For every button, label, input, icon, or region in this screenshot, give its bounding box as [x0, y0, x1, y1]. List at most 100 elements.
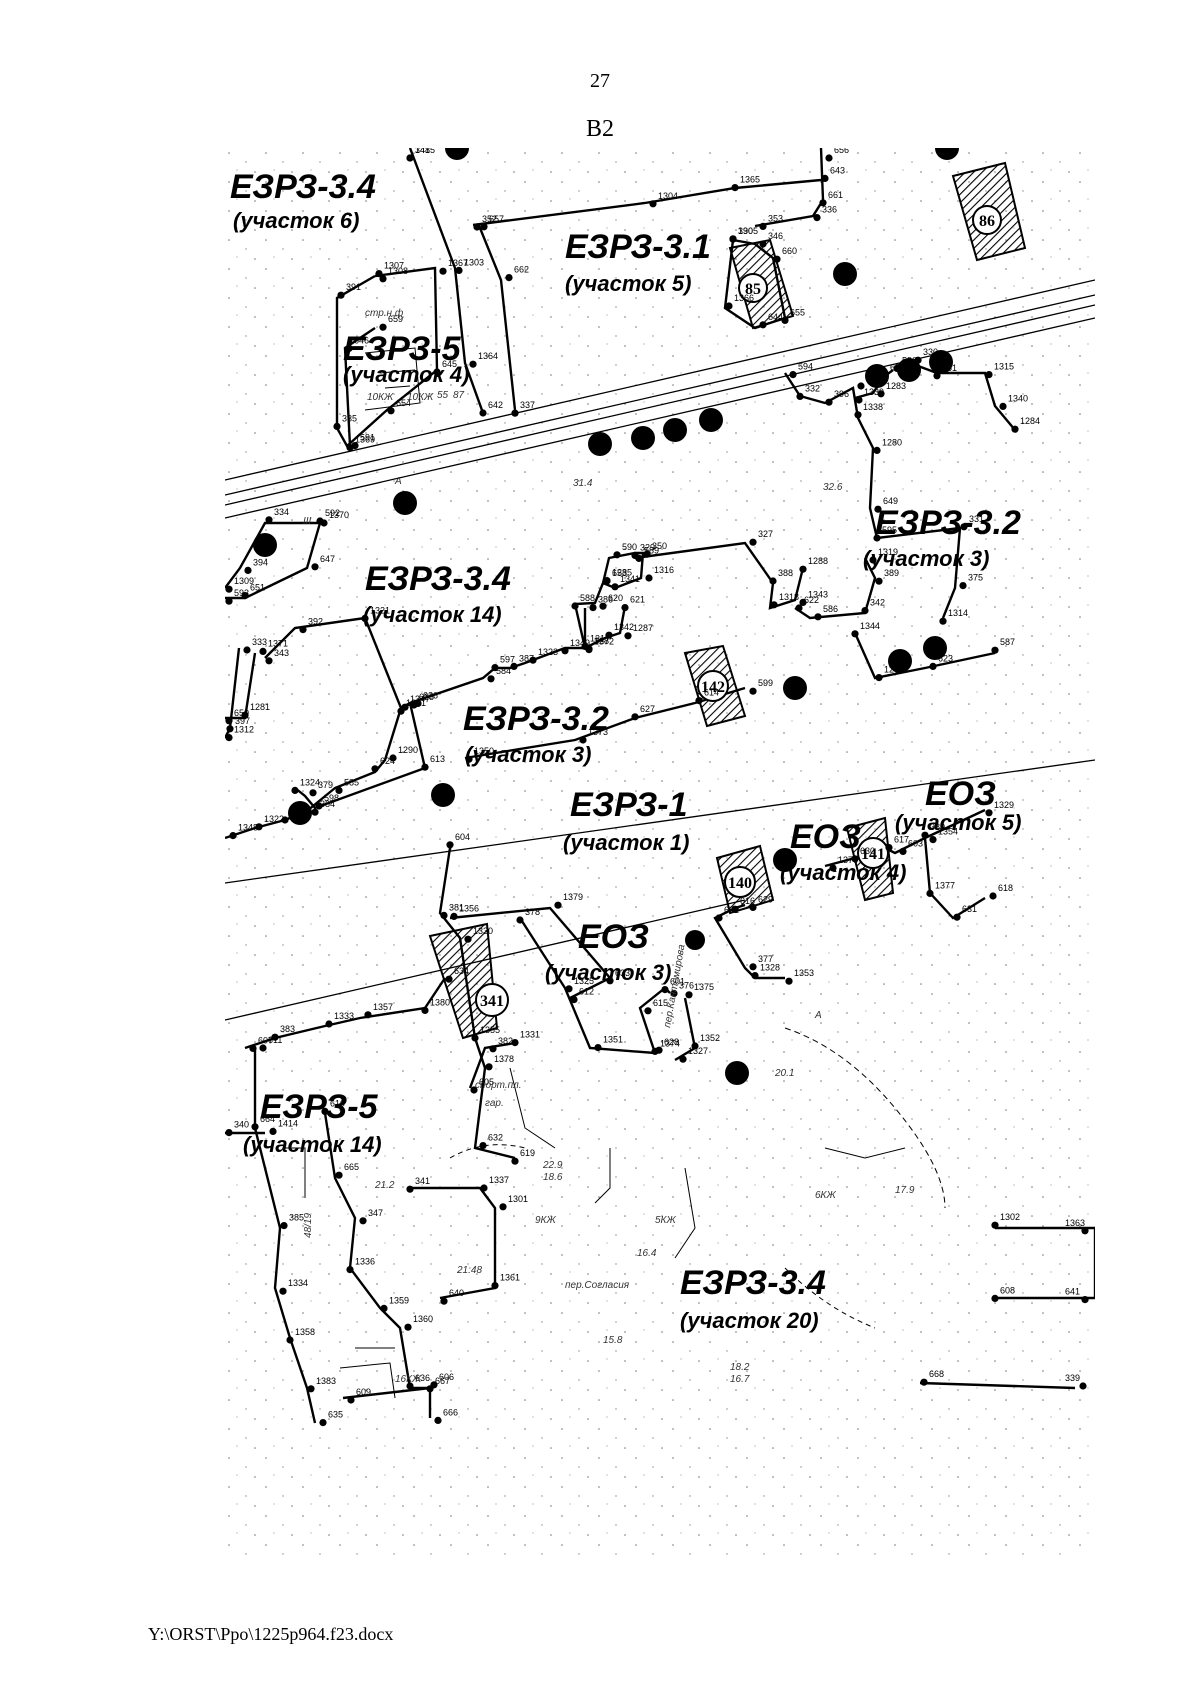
survey-point-label: 1327 [688, 1046, 708, 1056]
survey-point: 384 [311, 799, 335, 816]
building-marker: 140 [724, 866, 756, 898]
zone-label: ЕЗРЗ-3.2 (участок 3) [863, 504, 1021, 571]
survey-point: 375 [959, 573, 983, 590]
survey-point: 1378 [485, 1054, 514, 1071]
survey-point-label: 612 [579, 987, 594, 997]
survey-point-label: 592 [325, 508, 340, 518]
survey-point: 385 [280, 1213, 304, 1230]
misc-label: 18.2 [730, 1362, 750, 1373]
survey-point-label: 1323 [538, 647, 558, 657]
survey-point: 377 [749, 954, 773, 971]
survey-point-dot [470, 1086, 478, 1094]
survey-point-label: 1284 [1020, 416, 1040, 426]
survey-point-label: 1372 [594, 637, 614, 647]
survey-point-label: 386 [598, 595, 613, 605]
survey-point-dot [529, 656, 537, 664]
survey-point-dot [926, 889, 934, 898]
survey-point-dot [335, 1171, 343, 1179]
survey-point: 1374 [651, 1038, 680, 1055]
survey-point-dot [387, 407, 395, 415]
survey-point-label: 665 [344, 1162, 359, 1172]
survey-point: 1375 [685, 982, 714, 999]
survey-point-dot [421, 763, 429, 771]
svg-text:ЕЗРЗ-5: ЕЗРЗ-5 [343, 330, 462, 368]
survey-point: 611 [259, 1035, 282, 1052]
svg-text:(участок 20): (участок 20) [680, 1308, 819, 1333]
survey-point-label: 1374 [660, 1038, 680, 1048]
survey-point-label: 383 [280, 1024, 295, 1034]
survey-point-label: 1324 [300, 777, 320, 787]
survey-point: 609 [347, 1387, 371, 1404]
survey-point-label: 1383 [316, 1376, 336, 1386]
survey-point: 1323 [529, 647, 558, 664]
survey-point-label: 1288 [808, 556, 828, 566]
survey-point: 651 [241, 583, 265, 600]
survey-point-dot [265, 657, 273, 665]
survey-point: 1283 [877, 381, 906, 398]
survey-point: 1322 [255, 814, 284, 831]
survey-point-dot [434, 1416, 442, 1424]
survey-point: 1301 [499, 1194, 528, 1211]
survey-point-label: 1350 [474, 746, 494, 756]
svg-text:(участок 14): (участок 14) [363, 602, 502, 627]
survey-point-dot [229, 832, 237, 840]
survey-point-dot [446, 841, 454, 849]
survey-point-dot [244, 566, 252, 574]
survey-point-label: 1369 [355, 435, 375, 445]
survey-point-label: 394 [253, 557, 268, 567]
svg-text:141: 141 [861, 846, 885, 863]
survey-point-dot [749, 538, 757, 546]
survey-point: 1328 [751, 963, 780, 980]
survey-point: 647 [311, 554, 335, 571]
survey-point: 607 [249, 1035, 273, 1052]
survey-point: 636 [406, 1373, 430, 1390]
svg-text:ЕОЗ: ЕОЗ [578, 918, 649, 956]
survey-point-label: 1339 [864, 387, 884, 397]
svg-text:ЕЗРЗ-3.4: ЕЗРЗ-3.4 [680, 1264, 826, 1302]
survey-point-dot [825, 398, 833, 406]
survey-point: 340 [225, 1120, 249, 1137]
building-markers: 85 86 142 140 141 341 [475, 205, 1002, 1017]
misc-label: 16.4 [637, 1248, 657, 1259]
survey-point-label: 1342 [614, 622, 634, 632]
survey-point: 664 [251, 1114, 275, 1131]
survey-point-label: 1334 [288, 1278, 308, 1288]
survey-point-label: 604 [455, 832, 470, 842]
survey-point: 339 [1065, 1373, 1087, 1390]
survey-point-label: 1289 [884, 665, 904, 675]
survey-point-label: 1322 [264, 814, 284, 824]
survey-point-dot [759, 222, 767, 230]
survey-point-dot [346, 444, 354, 452]
survey-point: 593 [225, 588, 249, 605]
survey-point: 1373 [579, 727, 608, 744]
survey-point: 1379 [554, 892, 583, 909]
survey-point-dot [450, 912, 458, 921]
zone-label: ЕЗРЗ-1 (участок 1) [563, 786, 689, 855]
survey-point-dot [465, 755, 473, 763]
survey-point-dot [679, 1055, 687, 1063]
survey-point: 1357 [364, 1002, 393, 1019]
survey-point-label: 342 [870, 598, 885, 608]
survey-point: 392 [299, 617, 323, 634]
survey-point-dot [579, 736, 587, 744]
survey-point: 383 [271, 1024, 295, 1041]
survey-point: 650 [225, 708, 249, 725]
zone-label: ЕОЗ (участок 5) [895, 775, 1021, 835]
survey-point: 1316 [645, 565, 674, 582]
survey-point-label: 631 [962, 904, 977, 914]
survey-point: 335 [333, 413, 357, 430]
survey-point: 341 [406, 1176, 430, 1193]
survey-point-dot [511, 409, 519, 417]
survey-point: 1281 [241, 702, 270, 719]
survey-point-label: 341 [415, 1176, 430, 1186]
survey-point-label: 1333 [334, 1011, 354, 1021]
survey-point-label: 1330 [473, 926, 493, 936]
survey-point-dot [770, 601, 778, 609]
survey-point-dot [985, 809, 993, 817]
misc-label: спорт.пл. [475, 1080, 522, 1091]
survey-point-dot [291, 786, 299, 795]
survey-point-dot [225, 717, 233, 725]
survey-point-label: 1360 [413, 1314, 433, 1324]
survey-point-dot [406, 154, 414, 162]
survey-point: 655 [781, 307, 805, 324]
